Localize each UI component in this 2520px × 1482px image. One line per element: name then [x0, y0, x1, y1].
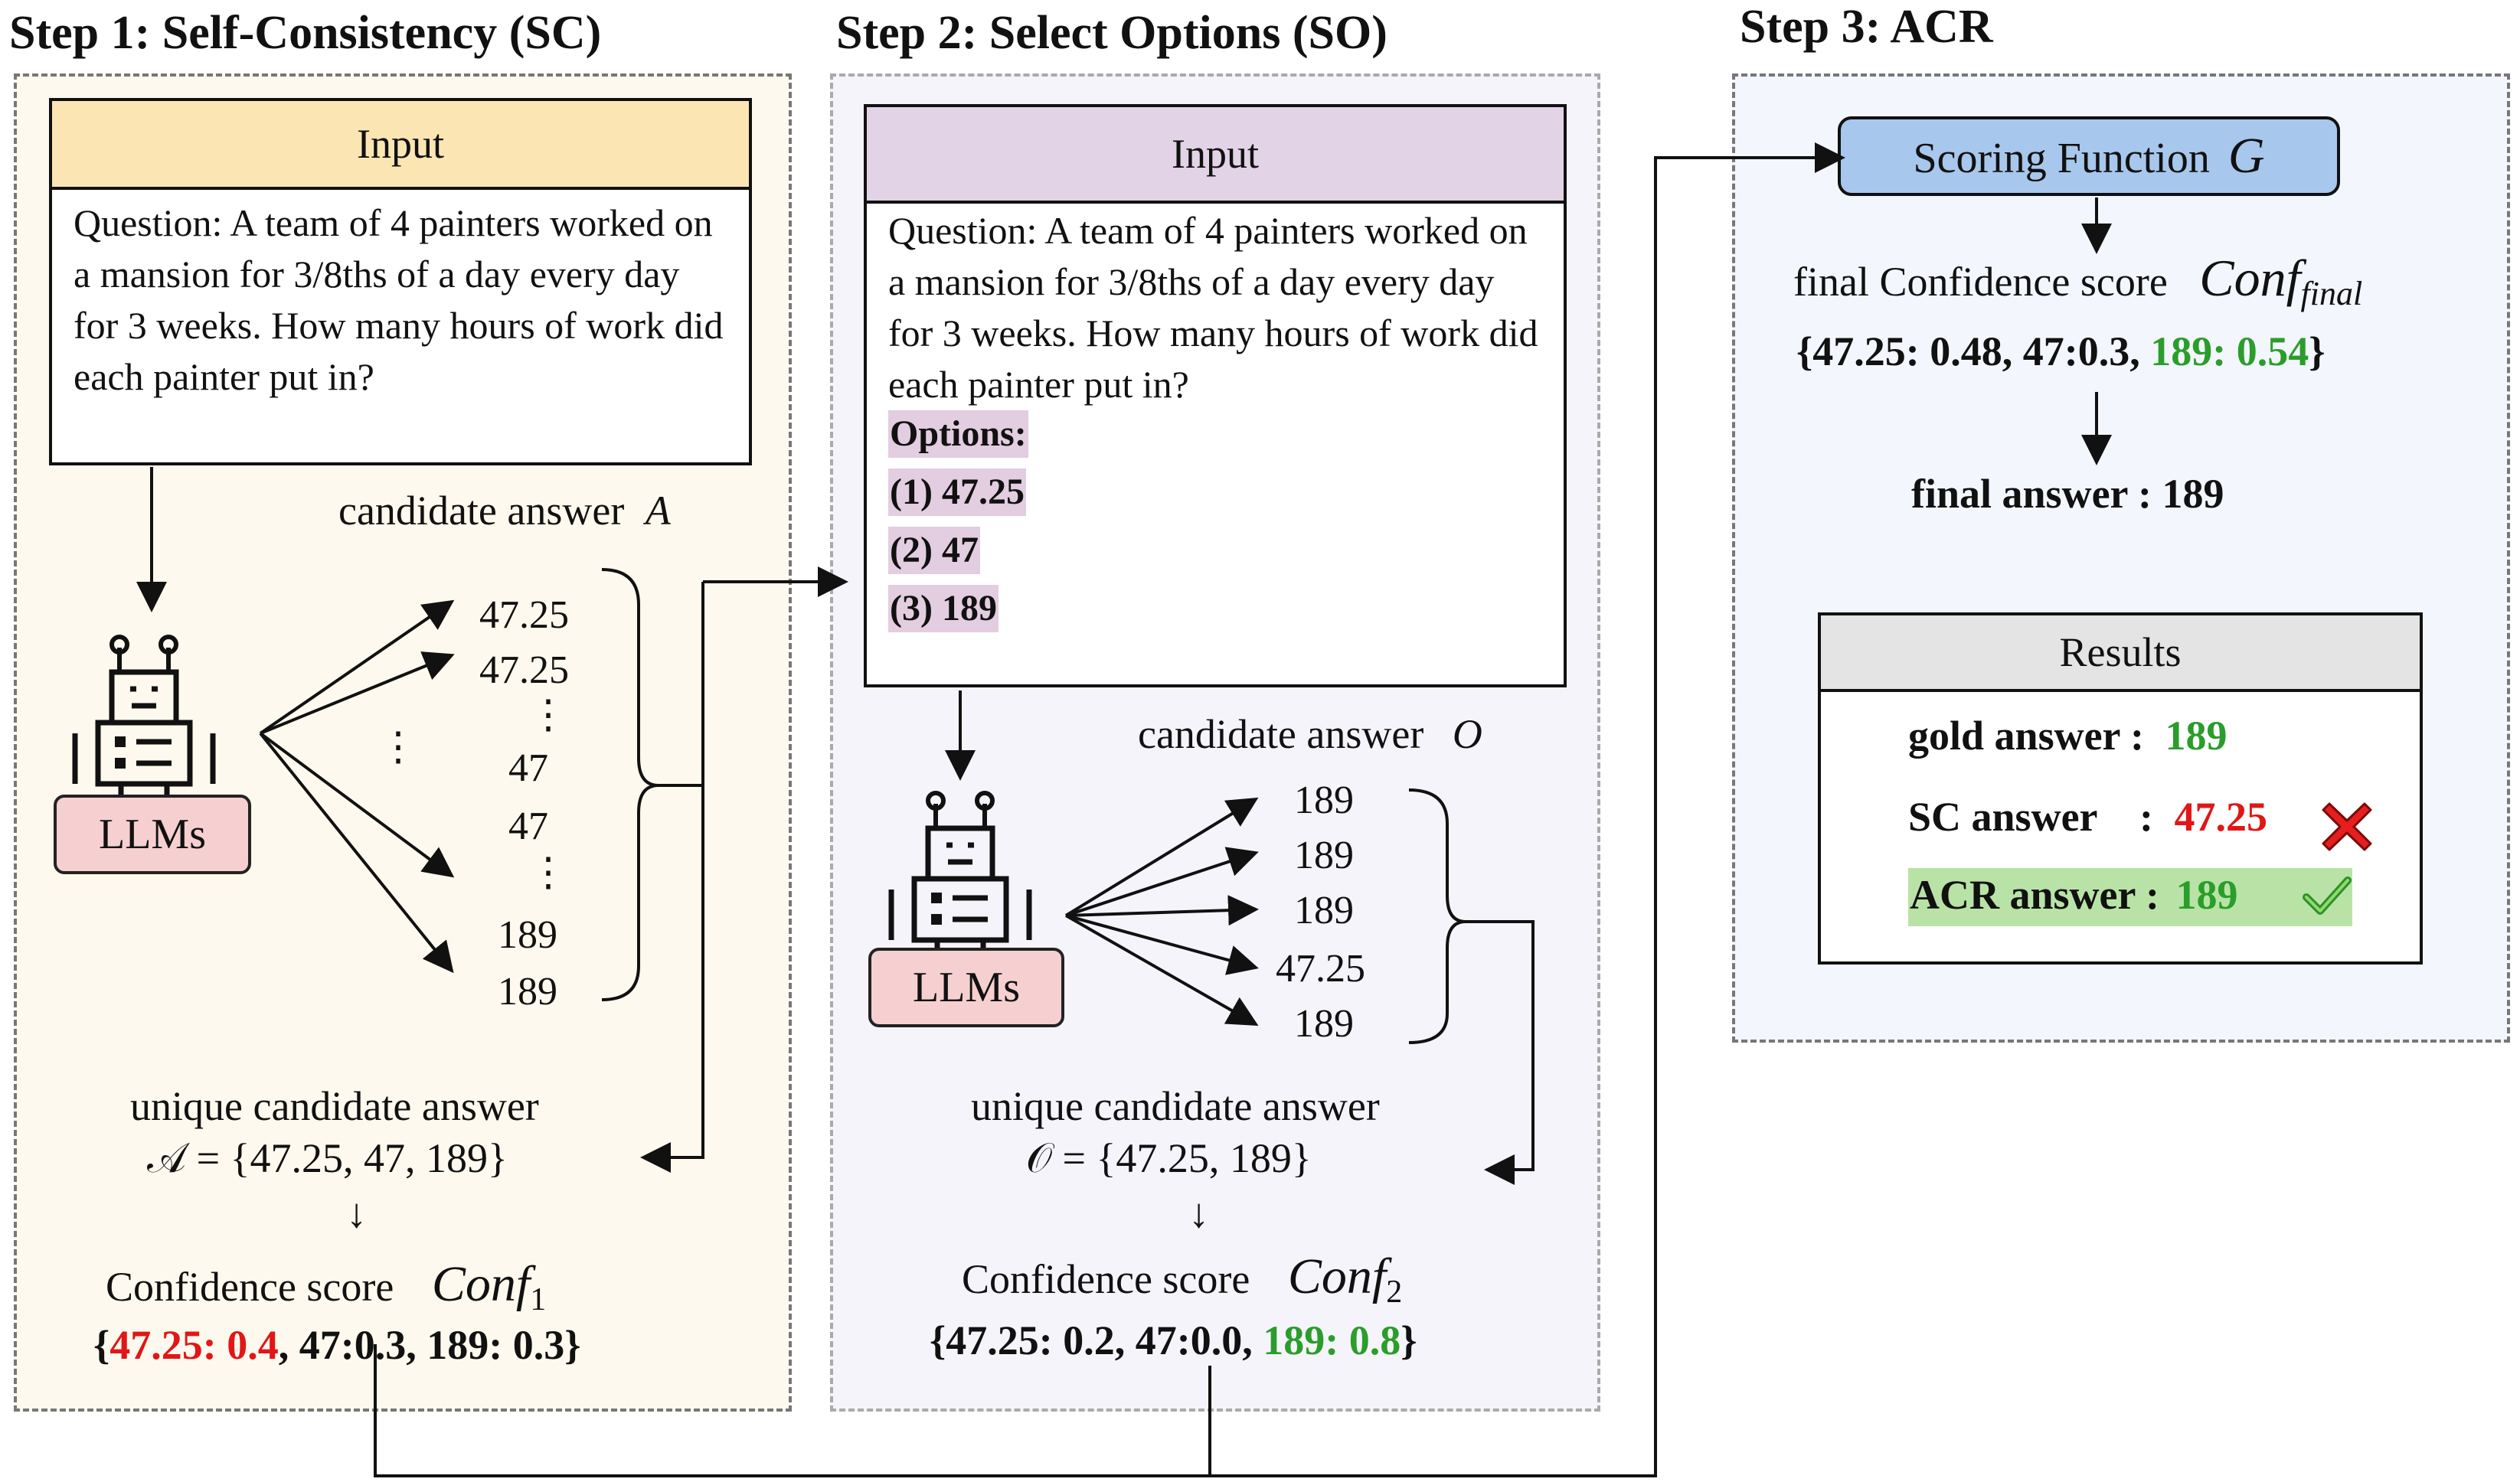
results-header: Results: [1821, 615, 2420, 692]
step1-down-arrow: ↓: [346, 1190, 367, 1236]
step2-score-close: }: [1401, 1317, 1417, 1363]
step3-title: Step 3: ACR: [1740, 1, 1993, 53]
step2-confidence-symbol: Conf: [1287, 1249, 1387, 1304]
step2-candidate-4: 189: [1294, 1002, 1354, 1046]
step2-confidence: Confidence score Conf2: [962, 1248, 1402, 1311]
step1-score-open: {: [93, 1322, 110, 1368]
step1-confidence-label: Confidence score: [106, 1264, 394, 1310]
final-confidence-label: final Confidence score: [1793, 259, 2168, 305]
step2-candidate-3: 47.25: [1276, 947, 1365, 991]
sc-answer: SC answer : 47.25: [1908, 793, 2267, 841]
step1-unique-label: unique candidate answer: [130, 1083, 539, 1129]
step2-candidate-text: candidate answer: [1138, 711, 1424, 757]
step1-scores: {47.25: 0.4, 47:0.3, 189: 0.3}: [93, 1321, 581, 1369]
step1-robot-icon: [67, 632, 221, 801]
step1-question: Question: A team of 4 painters worked on…: [74, 201, 724, 398]
acr-answer-value: 189: [2175, 872, 2238, 918]
step2-candidate-0: 189: [1294, 779, 1354, 822]
acr-answer-highlight: [1908, 868, 2352, 926]
sc-answer-label: SC answer: [1908, 794, 2097, 840]
acr-answer: ACR answer : 189: [1910, 871, 2237, 919]
step2-scores: {47.25: 0.2, 47:0.0, 189: 0.8}: [930, 1317, 1417, 1364]
step2-input-header: Input: [867, 107, 1564, 204]
step2-llm-box: LLMs: [868, 948, 1064, 1027]
step1-candidate-2: ⋮: [528, 694, 568, 737]
step2-options: Options: (1) 47.25 (2) 47 (3) 189: [867, 410, 1564, 643]
step2-score-highlight: 189: 0.8: [1263, 1317, 1401, 1363]
step1-candidate-6: 189: [498, 913, 557, 957]
scoring-function-symbol: G: [2227, 128, 2265, 184]
check-icon: [2302, 873, 2352, 919]
final-confidence-symbol: Conf: [2199, 249, 2301, 307]
step1-confidence-sub: 1: [530, 1281, 547, 1317]
scoring-function-box: Scoring Function G: [1838, 116, 2340, 196]
final-confidence: final Confidence score Conffinal: [1793, 248, 2362, 313]
step2-question: Question: A team of 4 painters worked on…: [888, 209, 1538, 406]
step2-option-3: (3) 189: [888, 585, 999, 632]
step2-unique-set: 𝒪 = {47.25, 189}: [1026, 1135, 1312, 1181]
final-score-highlight: 189: 0.54: [2150, 328, 2309, 374]
step2-candidate-2: 189: [1294, 889, 1354, 932]
step2-option-2: (2) 47: [888, 527, 980, 574]
step2-candidate-1: 189: [1294, 834, 1354, 877]
gold-answer: gold answer : 189: [1908, 712, 2227, 759]
step1-candidate-4: 47: [508, 805, 548, 848]
step1-score-rest: , 47:0.3, 189: 0.3}: [278, 1322, 581, 1368]
step1-candidate-text: candidate answer: [338, 488, 625, 534]
final-score-close: }: [2309, 328, 2326, 374]
step1-candidate-symbol: A: [645, 488, 671, 534]
step1-llm-box: LLMs: [54, 795, 251, 874]
step2-unique-label: unique candidate answer: [971, 1083, 1380, 1129]
step2-confidence-label: Confidence score: [962, 1256, 1250, 1302]
acr-answer-label: ACR answer :: [1910, 872, 2159, 918]
step2-title: Step 2: Select Options (SO): [836, 7, 1387, 59]
step2-robot-icon: [884, 788, 1037, 957]
final-scores: {47.25: 0.48, 47:0.3, 189: 0.54}: [1796, 328, 2326, 375]
gold-answer-label: gold answer :: [1908, 713, 2145, 759]
step1-input-box: Input Question: A team of 4 painters wor…: [49, 98, 752, 465]
wrong-icon: [2320, 799, 2374, 853]
sc-answer-colon: :: [2139, 794, 2154, 840]
scoring-function-label: Scoring Function: [1913, 135, 2210, 182]
step2-llm-label: LLMs: [913, 964, 1020, 1011]
final-answer: final answer : 189: [1911, 471, 2224, 517]
step1-candidate-3: 47: [508, 746, 548, 790]
final-confidence-sub: final: [2300, 274, 2363, 312]
step1-unique-set: 𝒜 = {47.25, 47, 189}: [147, 1135, 508, 1181]
step1-candidate-5: ⋮: [528, 851, 568, 895]
final-score-open: {47.25: 0.48, 47:0.3,: [1796, 328, 2151, 374]
step2-confidence-sub: 2: [1386, 1274, 1403, 1310]
step1-side-dots: ⋮: [378, 726, 418, 769]
step1-candidate-label: candidate answer A: [338, 487, 671, 534]
step2-score-open: {47.25: 0.2, 47:0.0,: [930, 1317, 1263, 1363]
step2-candidate-symbol: O: [1452, 711, 1482, 757]
step2-option-1: (1) 47.25: [888, 468, 1026, 516]
step1-candidate-1: 47.25: [479, 648, 569, 692]
step1-input-header: Input: [52, 101, 749, 190]
step1-score-highlight: 47.25: 0.4: [109, 1322, 279, 1368]
step2-options-label: Options:: [888, 410, 1028, 458]
step1-candidate-0: 47.25: [479, 593, 569, 637]
step2-candidate-label: candidate answer O: [1138, 710, 1482, 758]
step2-down-arrow: ↓: [1188, 1190, 1209, 1236]
step1-confidence-symbol: Conf: [431, 1256, 531, 1312]
step1-confidence: Confidence score Conf1: [106, 1255, 546, 1318]
step1-candidate-7: 189: [498, 970, 557, 1014]
gold-answer-value: 189: [2165, 713, 2227, 759]
sc-answer-value: 47.25: [2174, 794, 2268, 840]
step2-input-box: Input Question: A team of 4 painters wor…: [864, 104, 1567, 687]
step1-title: Step 1: Self-Consistency (SC): [9, 7, 602, 59]
step1-llm-label: LLMs: [99, 811, 206, 858]
